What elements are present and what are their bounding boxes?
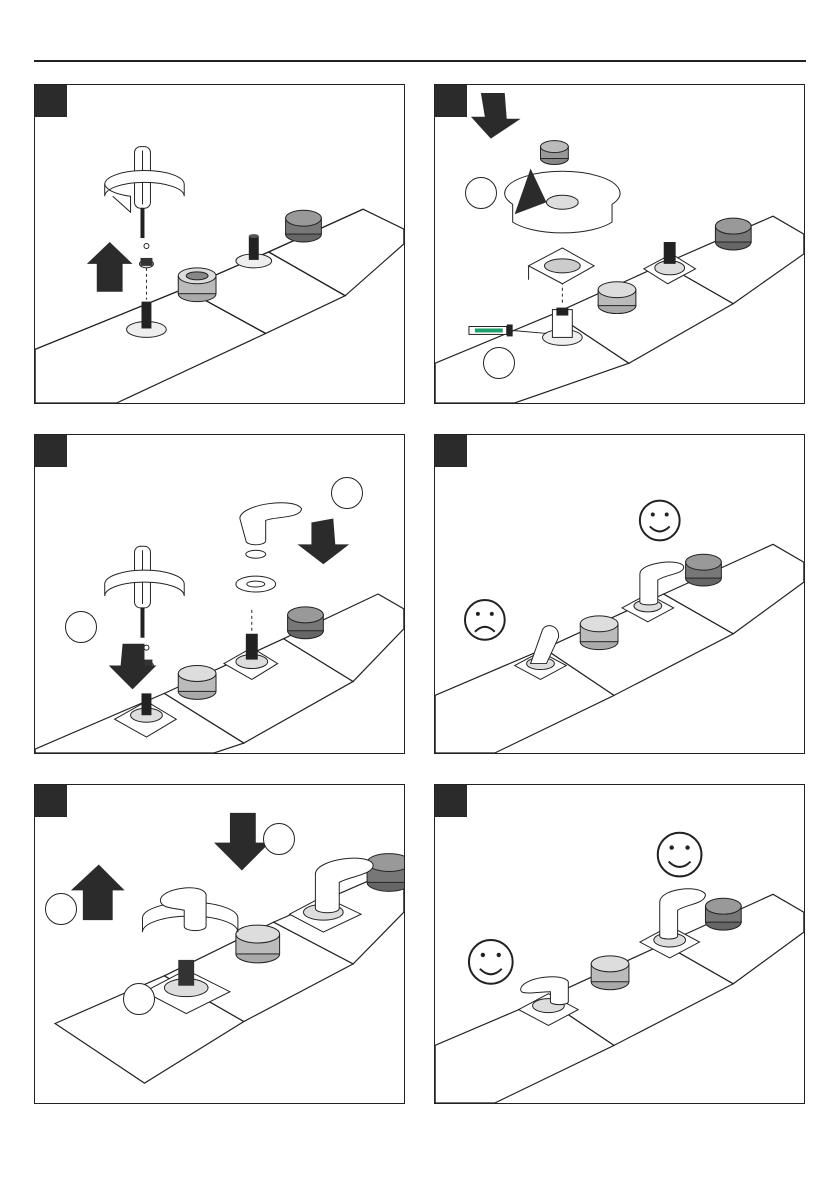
panel-1-illustration: [35, 85, 404, 403]
screw-icon: [140, 244, 154, 268]
callout-circle-icon: [331, 477, 363, 509]
component-icon: [540, 141, 568, 165]
handle-lever-icon: [240, 503, 302, 545]
arrow-down-icon: [298, 518, 350, 564]
knob-icon: [288, 607, 324, 639]
arrow-up-icon: [87, 242, 133, 292]
knob-icon: [367, 854, 404, 892]
knob-icon: [715, 218, 751, 250]
panel-step-2: [434, 84, 805, 404]
callout-circle-icon: [483, 347, 515, 379]
callout-circle-icon: [65, 611, 97, 643]
screwdriver-icon: [135, 546, 151, 637]
panel-6-illustration: [435, 785, 804, 1103]
panel-step-5: [34, 784, 405, 1104]
arrow-down-icon: [109, 644, 157, 690]
smiley-happy-icon: [469, 940, 513, 984]
knob-icon: [705, 898, 741, 930]
knob-icon: [686, 554, 722, 586]
arrow-up-icon: [71, 865, 125, 921]
screwdriver-icon: [135, 147, 151, 238]
arrow-down-icon: [471, 93, 521, 139]
cartridge-icon: [178, 268, 216, 302]
washer-icon: [236, 550, 276, 592]
smiley-happy-icon: [658, 833, 702, 877]
panel-5-illustration: [35, 785, 404, 1103]
callout-circle-icon: [123, 983, 155, 1015]
knob-icon: [286, 210, 322, 242]
cartridge-icon: [591, 956, 629, 990]
panel-4-illustration: [435, 435, 804, 753]
panel-step-6: [434, 784, 805, 1104]
callout-circle-icon: [263, 823, 295, 855]
smiley-happy-icon: [640, 501, 680, 541]
page-top-rule: [34, 60, 806, 62]
valve-stem-icon: [236, 234, 272, 268]
cartridge-icon: [598, 282, 636, 314]
smiley-sad-icon: [465, 600, 505, 640]
cartridge-icon: [236, 925, 280, 963]
callout-circle-icon: [45, 893, 77, 925]
panel-step-4: [434, 434, 805, 754]
panel-step-3: [34, 434, 405, 754]
panel-step-1: [34, 84, 405, 404]
cartridge-icon: [580, 616, 618, 650]
cartridge-icon: [178, 666, 216, 700]
callout-circle-icon: [465, 177, 497, 209]
arrow-down-icon: [214, 813, 270, 871]
